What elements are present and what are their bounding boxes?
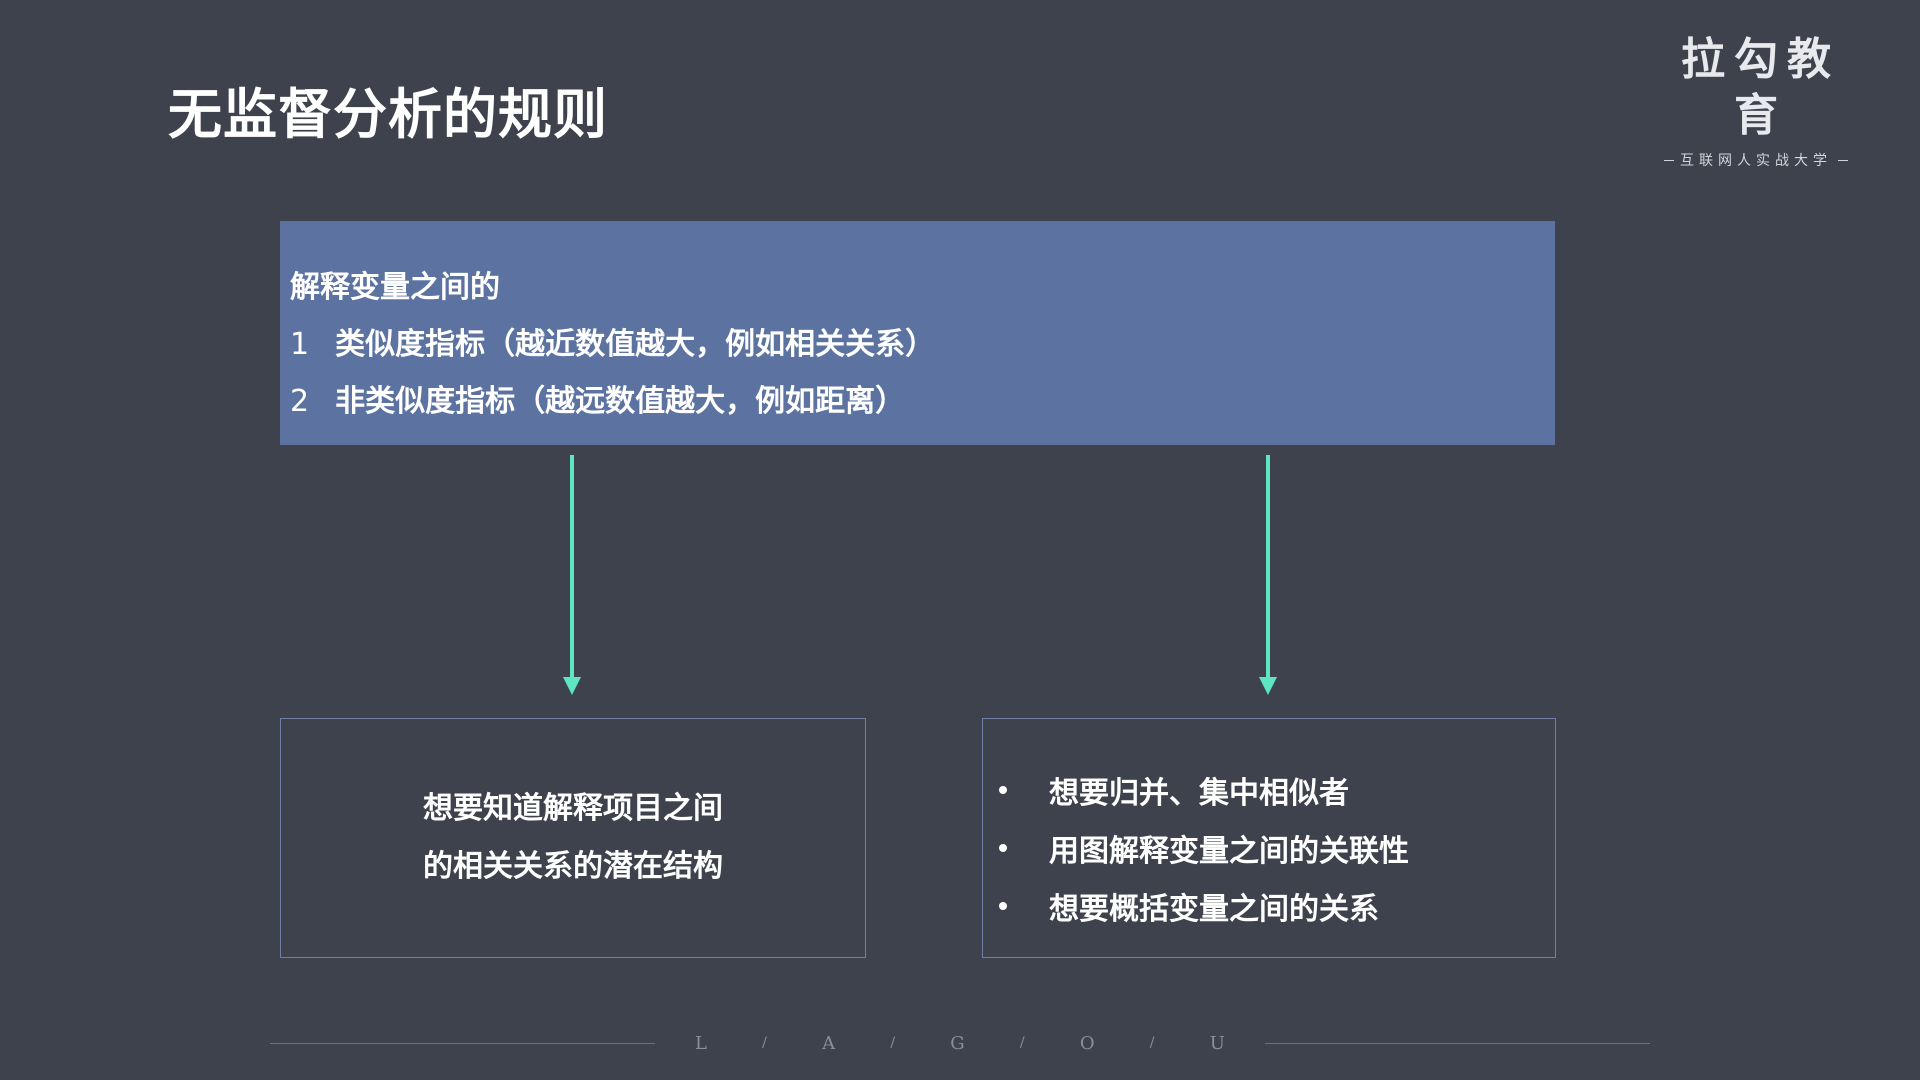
- footer-separator: /: [890, 1035, 896, 1051]
- bullet-dot-icon: [999, 844, 1007, 852]
- footer-separator: /: [1019, 1035, 1025, 1051]
- logo-dash-left: [1664, 159, 1674, 161]
- footer-letter: U: [1209, 1032, 1225, 1054]
- footer-letter: G: [950, 1032, 965, 1054]
- structure-line-2: 的相关关系的潜在结构: [423, 849, 723, 884]
- bullet-dot-icon: [999, 786, 1007, 794]
- purpose-list-item: 想要概括变量之间的关系: [999, 877, 1555, 935]
- footer-separator: /: [1149, 1035, 1155, 1051]
- footer-line-right: [1265, 1042, 1650, 1044]
- footer-line-left: [270, 1042, 655, 1044]
- definition-item-number: 1: [290, 327, 310, 362]
- definition-item-number: 2: [290, 384, 310, 419]
- definition-item-text: 非类似度指标（越远数值越大，例如距离）: [335, 384, 906, 419]
- logo-dash-right: [1838, 159, 1848, 161]
- purpose-list-item: 用图解释变量之间的关联性: [999, 819, 1555, 877]
- slide-title: 无监督分析的规则: [168, 83, 608, 146]
- footer-letter: O: [1079, 1032, 1095, 1054]
- footer-letter: L: [695, 1032, 707, 1054]
- definition-item-text: 类似度指标（越近数值越大，例如相关关系）: [335, 327, 936, 362]
- logo-tagline: 互联网人实战大学: [1680, 153, 1832, 169]
- footer-letter: A: [822, 1032, 836, 1054]
- structure-box: 想要知道解释项目之间 的相关关系的潜在结构: [280, 718, 866, 958]
- brand-logo: 拉勾教育 互联网人实战大学: [1658, 32, 1854, 170]
- purpose-text: 用图解释变量之间的关联性: [1049, 834, 1409, 869]
- purpose-text: 想要归并、集中相似者: [1049, 776, 1349, 811]
- purpose-box: 想要归并、集中相似者 用图解释变量之间的关联性 想要概括变量之间的关系: [982, 718, 1556, 958]
- logo-name: 拉勾教育: [1681, 34, 1840, 141]
- purpose-list-item: 想要归并、集中相似者: [999, 761, 1555, 819]
- variables-definition-box: 解释变量之间的 1 类似度指标（越近数值越大，例如相关关系） 2 非类似度指标（越远…: [280, 221, 1555, 445]
- purpose-text: 想要概括变量之间的关系: [1049, 892, 1379, 927]
- arrow-down-icon: [563, 455, 581, 695]
- footer-separator: /: [762, 1035, 767, 1051]
- logo-tagline-row: 互联网人实战大学: [1658, 150, 1854, 170]
- definition-heading: 解释变量之间的: [290, 270, 500, 305]
- footer-brand-bar: L / A / G / O / U: [270, 1030, 1650, 1056]
- definition-item-2: 2 非类似度指标（越远数值越大，例如距离）: [290, 373, 1555, 430]
- structure-line-1: 想要知道解释项目之间: [423, 791, 723, 826]
- definition-item-1: 1 类似度指标（越近数值越大，例如相关关系）: [290, 316, 1555, 373]
- footer-letters: L / A / G / O / U: [655, 1033, 1265, 1054]
- bullet-dot-icon: [999, 902, 1007, 910]
- arrow-down-icon: [1259, 455, 1277, 695]
